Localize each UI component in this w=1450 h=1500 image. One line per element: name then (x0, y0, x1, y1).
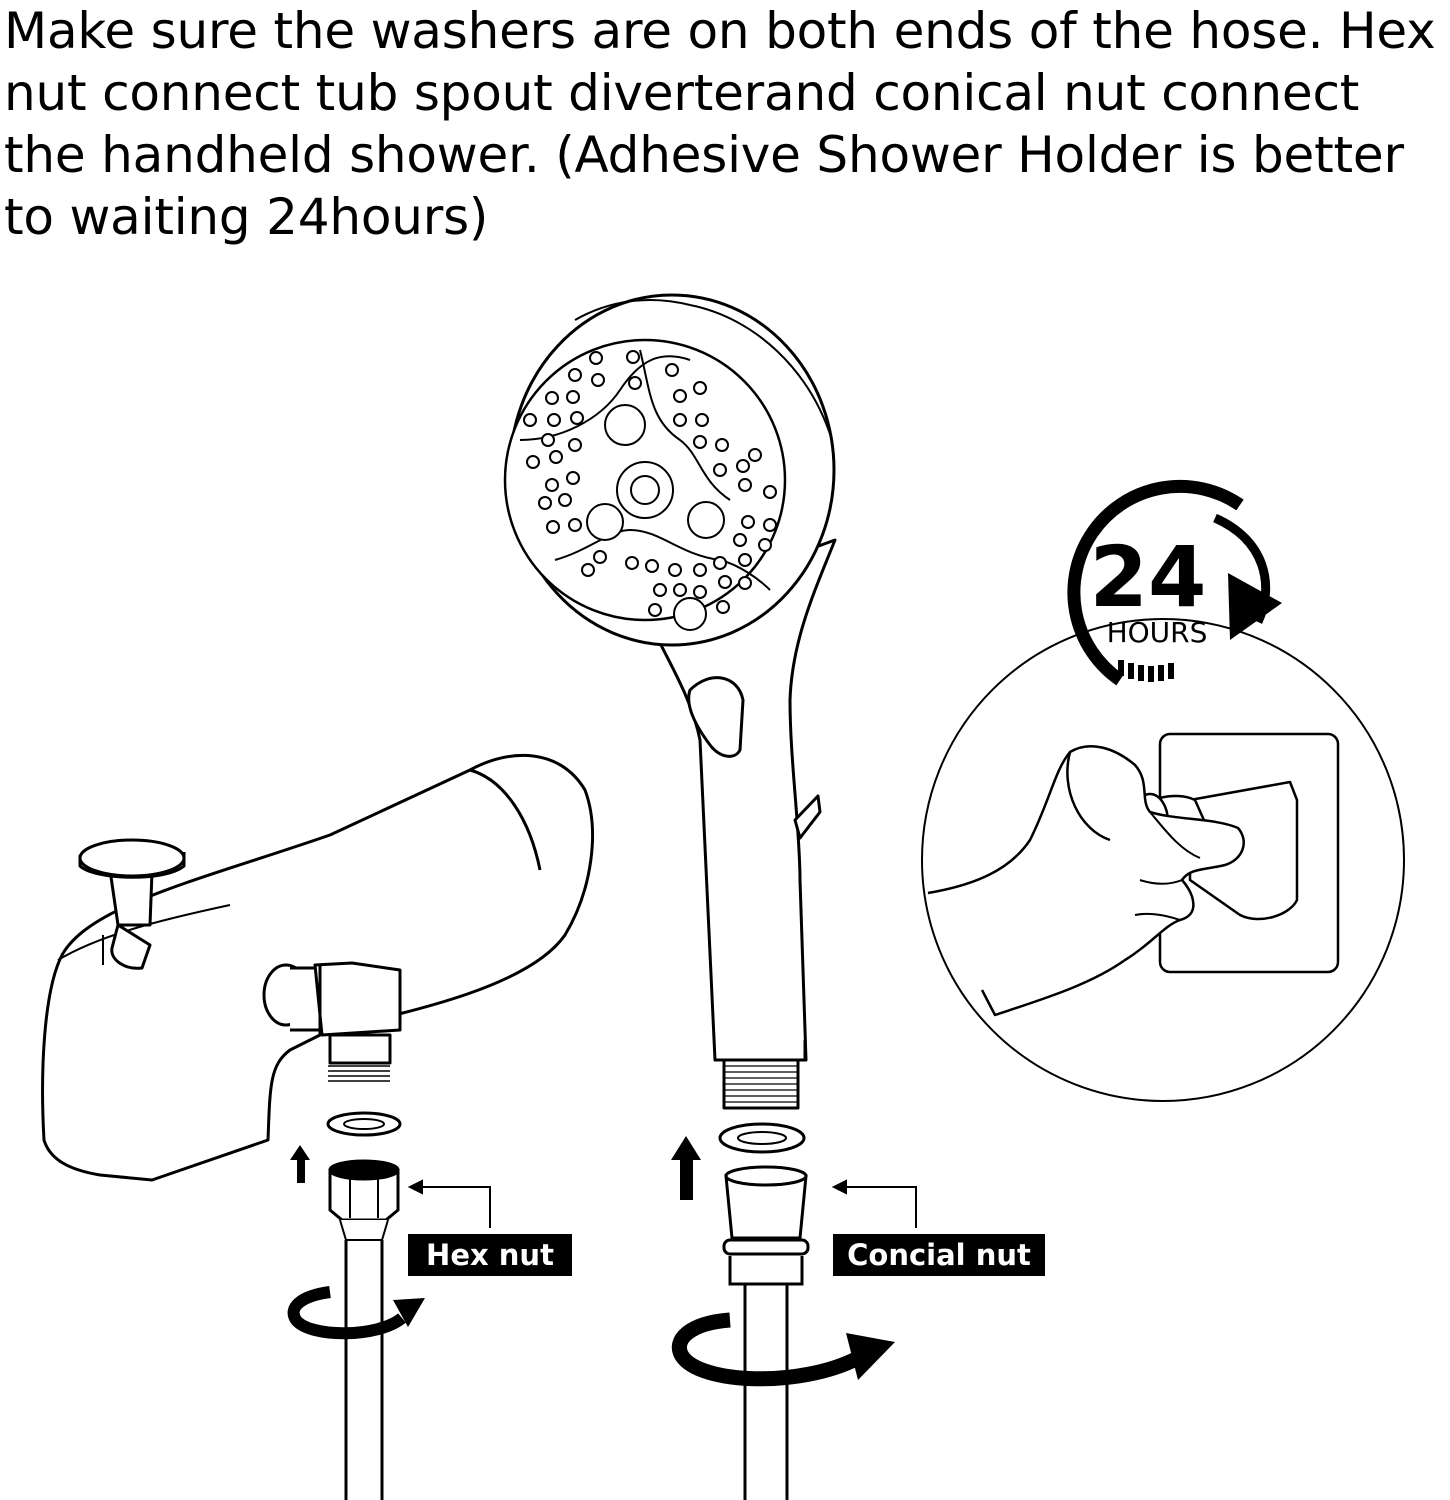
conical-nut-icon (722, 1165, 810, 1286)
rotate-arrow-icon-right (671, 1312, 895, 1387)
conical-nut-label: Concial nut (833, 1234, 1045, 1276)
clock-arrow-icon: 24 HOURS (1067, 479, 1282, 686)
hex-nut-label: Hex nut (408, 1234, 572, 1276)
tub-spout-icon (41, 754, 594, 1182)
hose-right (743, 1284, 789, 1500)
washer-icon-right (718, 1122, 806, 1154)
up-arrow-icon-right (671, 1136, 701, 1200)
svg-text:Concial nut: Concial nut (847, 1238, 1031, 1272)
svg-text:Hex nut: Hex nut (426, 1238, 554, 1272)
up-arrow-icon-left (290, 1145, 310, 1183)
svg-text:24: 24 (1090, 528, 1207, 626)
hex-nut-pointer (407, 1179, 491, 1228)
washer-icon-left (326, 1111, 402, 1137)
hex-nut-icon (328, 1159, 400, 1241)
rotate-arrow-icon-left (287, 1286, 425, 1340)
hose-left (344, 1240, 384, 1500)
instruction-text: Make sure the washers are on both ends o… (4, 2, 1436, 246)
adhesive-holder-icon (921, 618, 1405, 1102)
shower-nozzles (523, 350, 777, 617)
svg-text:HOURS: HOURS (1107, 616, 1208, 649)
conical-nut-pointer (831, 1179, 917, 1228)
handheld-shower-icon (503, 293, 837, 1110)
